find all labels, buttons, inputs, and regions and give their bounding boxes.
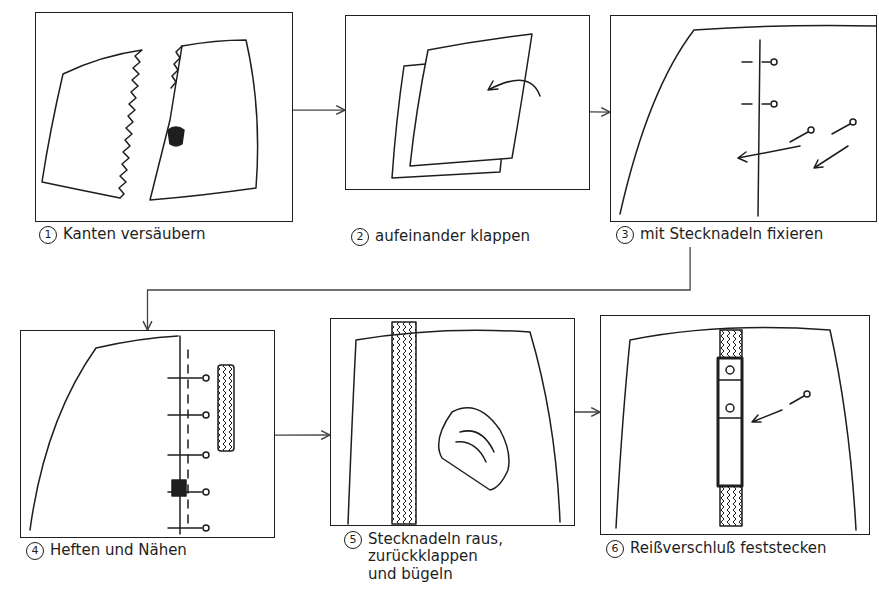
seam-line [758,40,760,216]
fabric-front [410,34,532,166]
step-caption-row: 4 Heften und Nähen [26,542,187,560]
step-panel: 2 aufeinander klappen [345,15,590,246]
pin-arrow [752,410,782,422]
pin-arrow [814,146,848,168]
pin-head [203,452,209,458]
step-caption: mit Stecknadeln fixieren [640,226,823,243]
seam-line [179,336,181,534]
step-panel: 5 Stecknadeln raus, zurückklappen und büg… [330,318,575,583]
zipper [392,322,416,524]
iron [439,408,509,490]
pin-head [203,489,209,495]
panel-frame [330,318,575,526]
overlock-edge [171,46,182,88]
step-number: 6 [606,540,624,558]
step-caption-row: 5 Stecknadeln raus, zurückklappen und büg… [344,531,509,583]
fabric [348,330,560,524]
fabric-piece [150,40,258,200]
step-arrow [293,109,345,110]
pin [718,380,742,418]
step-caption-row: 6 Reißverschluß feststecken [606,540,827,558]
step-panel: 1 Kanten versäubern [35,12,293,244]
fold-arrow [488,80,540,96]
step-caption: Kanten versäubern [63,226,206,243]
pin [790,124,850,142]
step-arrow [590,111,610,112]
step-arrow [575,411,600,412]
fabric-edge [30,336,178,530]
pin-head [203,525,209,531]
step-number: 3 [616,226,634,244]
pin-head [804,391,810,397]
step-number: 2 [351,228,369,246]
step-number: 5 [344,531,362,549]
step-caption: Stecknadeln raus, zurückklappen und büge… [368,531,509,583]
pin-head [771,101,777,107]
step-number: 1 [39,226,57,244]
step-panel: 3 mit Stecknadeln fixieren [610,15,877,244]
zipper [218,365,234,451]
step-caption-row: 2 aufeinander klappen [351,228,530,246]
step-caption: Reißverschluß feststecken [630,540,827,557]
zipper-tape [718,358,742,486]
step-caption: Heften und Nähen [50,542,187,559]
panel-frame [35,12,293,222]
iron-detail [456,431,494,462]
pin [790,396,804,404]
pin [168,378,202,528]
step-panel: 6 Reißverschluß feststecken [600,315,870,558]
step-caption-row: 1 Kanten versäubern [39,226,206,244]
panel-frame [345,15,590,190]
step-arrow [275,434,330,435]
fabric-edge [620,26,876,215]
step-number: 4 [26,542,44,560]
pin-head [771,59,777,65]
pin-head [808,127,814,133]
presser-foot [168,127,184,146]
pin-head [203,412,209,418]
step-caption-row: 3 mit Stecknadeln fixieren [616,226,823,244]
presser-foot [172,480,186,496]
pin-head [203,375,209,381]
panel-frame [20,330,275,538]
panel-frame [610,15,877,222]
basting-line [187,350,189,530]
pin-arrow [738,146,800,162]
pin-head [850,119,856,125]
step-panel: 4 Heften und Nähen [20,330,275,560]
pin [742,62,770,104]
pin-head [726,404,734,412]
fabric [616,328,856,530]
pin-head [726,366,734,374]
panel-frame [600,315,870,535]
fabric-piece [42,50,142,198]
step-caption: aufeinander klappen [375,228,530,245]
